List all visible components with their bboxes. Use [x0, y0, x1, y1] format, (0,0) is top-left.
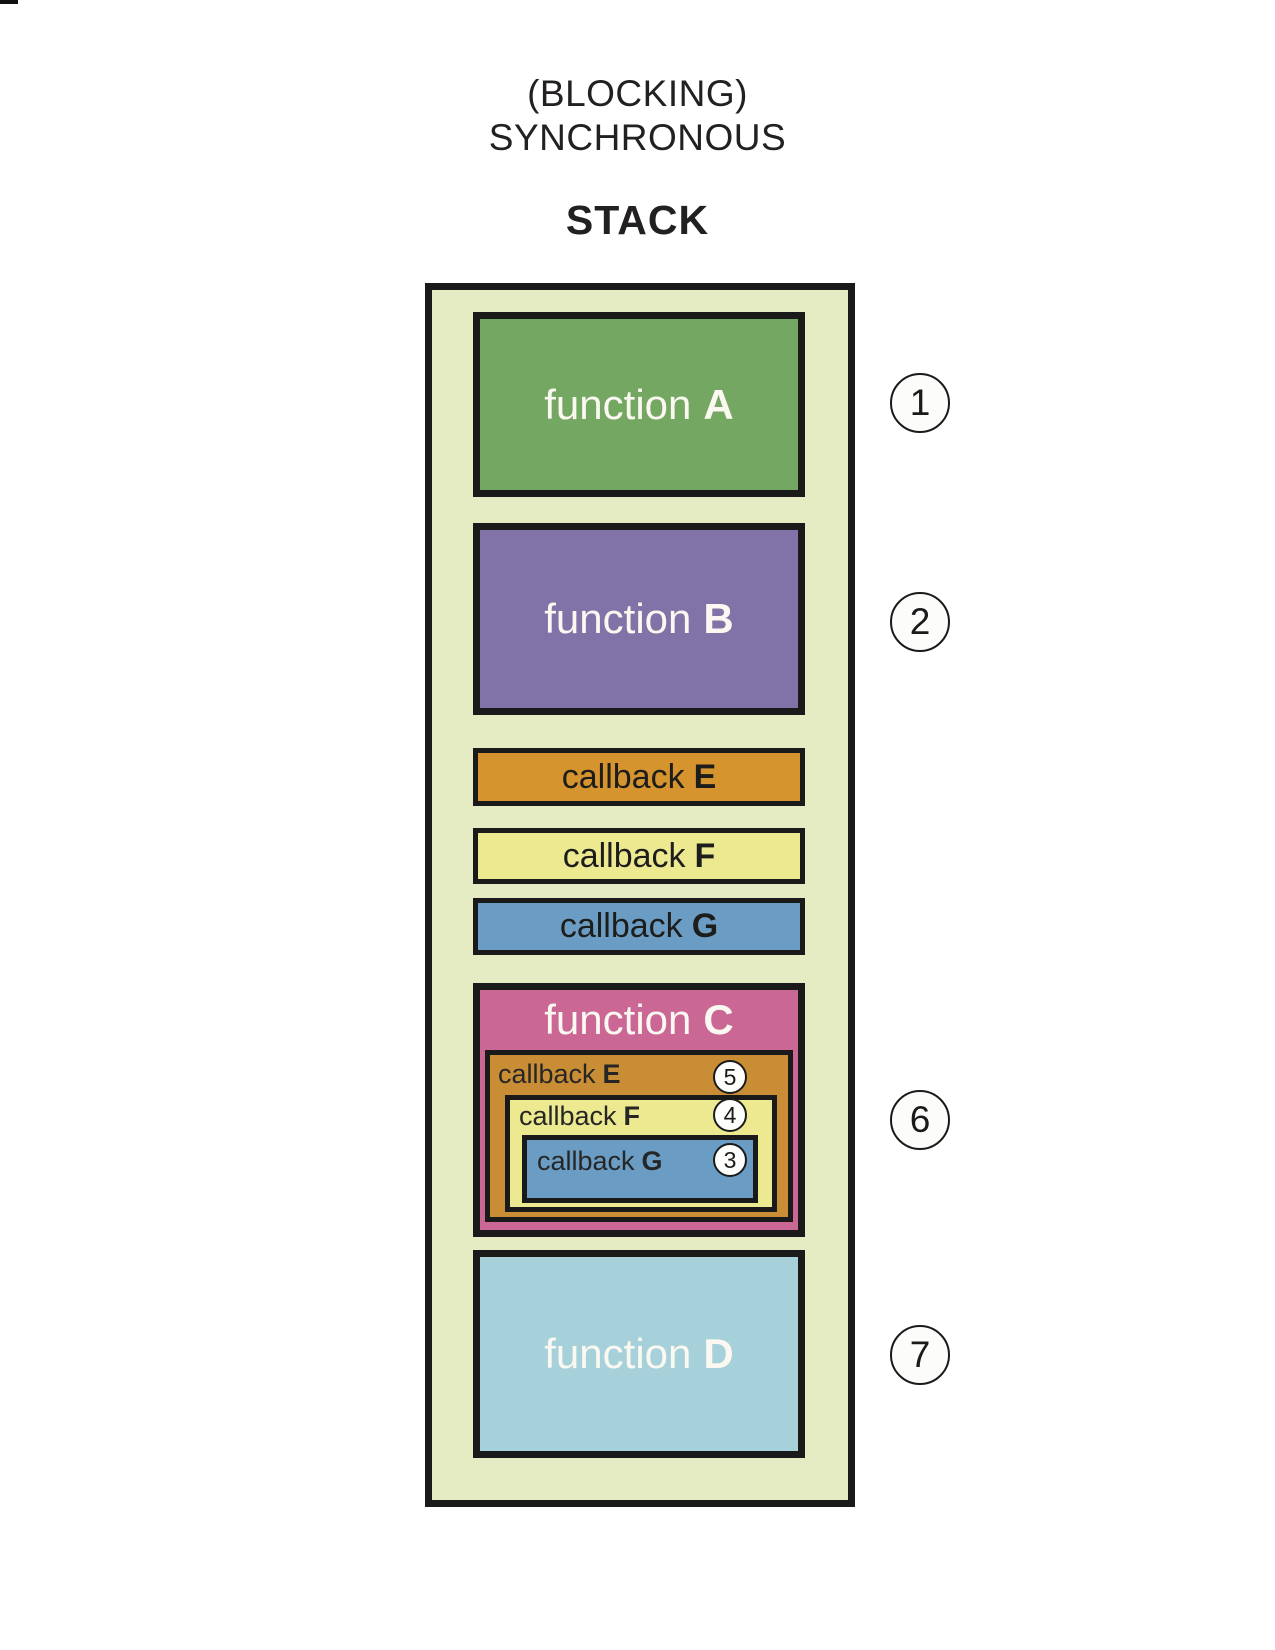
order-badge-5: 5: [713, 1060, 747, 1094]
frame-letter: C: [703, 996, 734, 1043]
frame-letter: B: [703, 595, 734, 642]
frame-word: callback: [537, 1146, 635, 1176]
scan-artifact: [0, 0, 18, 4]
frame-function-c-label: function C: [544, 996, 733, 1044]
frame-callback-f: callback F: [473, 828, 805, 884]
frame-letter: E: [602, 1059, 621, 1089]
frame-callback-e: callback E: [473, 748, 805, 806]
frame-function-d: function D: [473, 1250, 805, 1458]
step-circle-2: 2: [890, 592, 950, 652]
nested-callback-g-label: callback G: [537, 1146, 663, 1176]
frame-callback-f-label: callback F: [563, 837, 716, 876]
order-badge-3: 3: [713, 1143, 747, 1177]
frame-word: function: [544, 595, 692, 642]
frame-letter: D: [703, 1330, 734, 1377]
nested-callback-f-label: callback F: [519, 1101, 640, 1131]
frame-function-a: function A: [473, 312, 805, 497]
frame-callback-e-label: callback E: [562, 758, 717, 797]
diagram-title: STACK: [565, 197, 710, 243]
nested-callback-e-label: callback E: [498, 1059, 621, 1089]
frame-letter: F: [623, 1101, 641, 1131]
diagram-subtitle: (BLOCKING) SYNCHRONOUS: [0, 72, 1275, 160]
frame-word: callback: [562, 836, 686, 875]
frame-letter: G: [641, 1146, 663, 1176]
frame-function-a-label: function A: [544, 381, 733, 429]
frame-letter: A: [703, 380, 734, 428]
frame-word: function: [544, 996, 692, 1043]
frame-function-b: function B: [473, 523, 805, 715]
frame-word: callback: [559, 907, 683, 945]
frame-word: callback: [519, 1101, 617, 1131]
order-badge-4: 4: [713, 1098, 747, 1132]
frame-function-c-label-zone: function C: [480, 990, 798, 1050]
frame-word: callback: [561, 757, 685, 796]
frame-letter: G: [691, 907, 719, 945]
frame-letter: F: [694, 836, 716, 875]
step-circle-1: 1: [890, 373, 950, 433]
subtitle-line-2: SYNCHRONOUS: [488, 117, 787, 158]
step-circle-6: 6: [890, 1090, 950, 1150]
subtitle-line-1: (BLOCKING): [527, 73, 748, 114]
frame-callback-g: callback G: [473, 898, 805, 955]
frame-letter: E: [693, 757, 717, 796]
frame-word: function: [544, 1330, 692, 1377]
frame-word: function: [544, 380, 692, 428]
frame-callback-g-label: callback G: [560, 907, 718, 946]
step-circle-7: 7: [890, 1325, 950, 1385]
frame-function-b-label: function B: [544, 595, 733, 643]
frame-function-d-label: function D: [544, 1330, 733, 1378]
frame-word: callback: [498, 1059, 596, 1089]
